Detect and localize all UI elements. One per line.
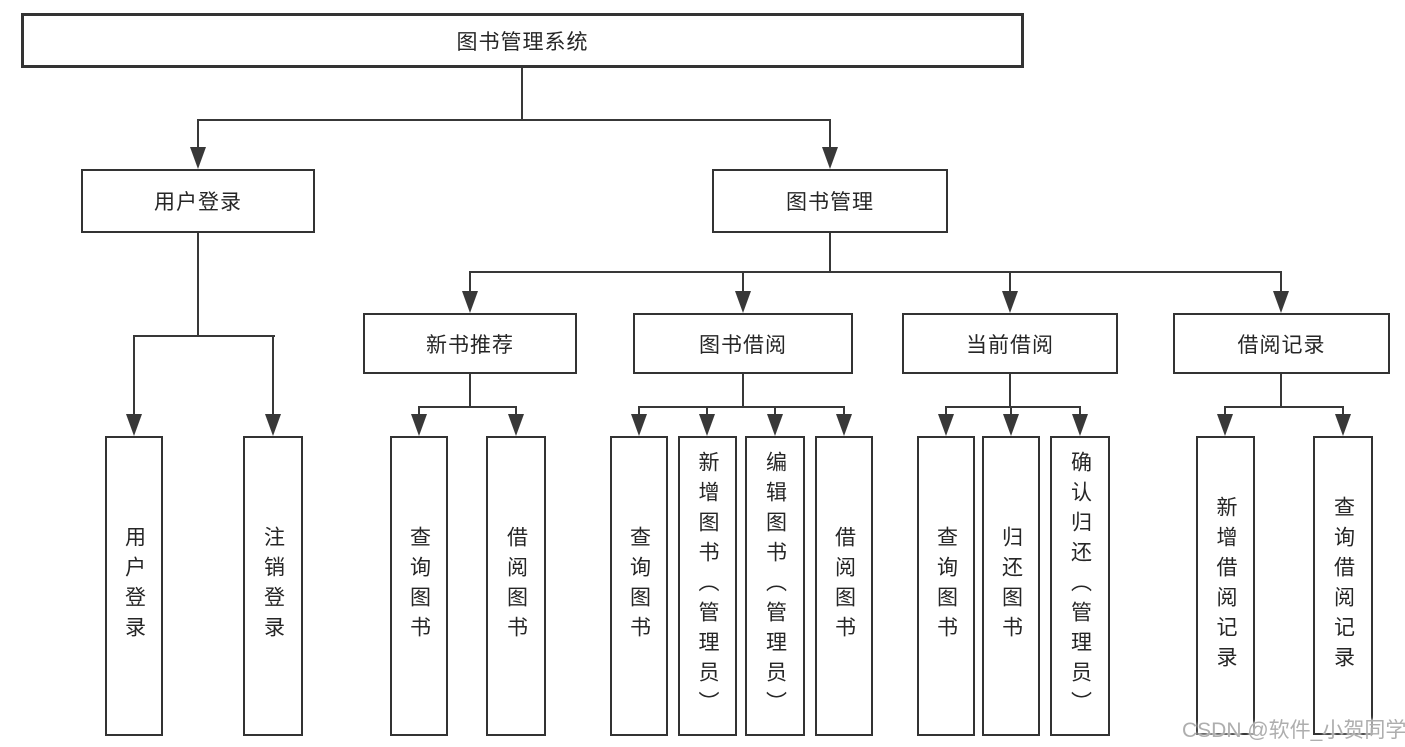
node-user-login-label: 用户登录: [154, 191, 242, 214]
connector-drop: [1342, 406, 1344, 418]
connector-bar: [133, 335, 275, 337]
arrow-down-icon: [190, 147, 206, 169]
leaf-logout: 注销登录: [243, 436, 303, 736]
node-book-management: 图书管理: [712, 169, 948, 233]
connector-drop: [706, 406, 708, 418]
connector-drop: [1079, 406, 1081, 418]
arrow-down-icon: [699, 414, 715, 436]
node-current-borrow-label: 当前借阅: [966, 333, 1054, 357]
leaf-label: 确认归还（管理员）: [1068, 451, 1092, 721]
connector-stem: [829, 233, 831, 273]
arrow-down-icon: [1273, 291, 1289, 313]
leaf-label: 新增借阅记录: [1214, 495, 1237, 676]
leaf-label: 归还图书: [999, 526, 1023, 646]
leaf-user-login: 用户登录: [105, 436, 163, 736]
arrow-down-icon: [265, 414, 281, 436]
leaf-label: 注销登录: [261, 526, 285, 646]
leaf-records-query: 查询借阅记录: [1313, 436, 1373, 735]
leaf-label: 查询图书: [934, 526, 958, 646]
connector-stem: [1280, 373, 1282, 408]
leaf-book-borrow-borrow: 借阅图书: [815, 436, 873, 736]
arrow-down-icon: [1072, 414, 1088, 436]
node-book-borrow-label: 图书借阅: [699, 333, 787, 357]
leaf-label: 查询图书: [407, 526, 431, 646]
connector-stem: [742, 373, 744, 408]
leaf-records-add: 新增借阅记录: [1196, 436, 1255, 735]
arrow-down-icon: [462, 291, 478, 313]
leaf-label: 借阅图书: [832, 526, 856, 646]
connector-drop: [1224, 406, 1226, 418]
arrow-down-icon: [508, 414, 524, 436]
csdn-watermark: CSDN @软件_小贺同学: [1182, 719, 1405, 742]
arrow-down-icon: [411, 414, 427, 436]
arrow-down-icon: [735, 291, 751, 313]
node-borrow-records-label: 借阅记录: [1237, 333, 1326, 357]
connector-bar: [1224, 406, 1344, 408]
connector-drop: [418, 406, 420, 418]
arrow-down-icon: [631, 414, 647, 436]
leaf-new-books-query: 查询图书: [390, 436, 448, 736]
connector-stem: [197, 233, 199, 337]
leaf-new-books-borrow: 借阅图书: [486, 436, 546, 736]
connector-bar: [418, 406, 517, 408]
connector-drop: [515, 406, 517, 418]
connector-level1-bar: [197, 119, 831, 121]
connector-drop: [945, 406, 947, 418]
arrow-down-icon: [126, 414, 142, 436]
node-current-borrow: 当前借阅: [902, 313, 1118, 374]
connector-drop: [774, 406, 776, 418]
node-book-management-label: 图书管理: [786, 191, 874, 214]
connector-drop: [1280, 271, 1282, 295]
leaf-label: 查询图书: [627, 526, 651, 646]
connector-drop: [197, 119, 199, 153]
leaf-label: 查询借阅记录: [1331, 495, 1355, 676]
leaf-label: 用户登录: [122, 526, 146, 646]
connector-drop: [133, 335, 135, 417]
leaf-book-borrow-edit-admin: 编辑图书（管理员）: [745, 436, 805, 736]
leaf-label: 借阅图书: [504, 526, 528, 646]
connector-drop: [829, 119, 831, 153]
node-borrow-records: 借阅记录: [1173, 313, 1390, 374]
leaf-current-return: 归还图书: [982, 436, 1040, 736]
leaf-book-borrow-add-admin: 新增图书（管理员）: [678, 436, 737, 736]
leaf-current-query: 查询图书: [917, 436, 975, 736]
connector-stem: [469, 373, 471, 408]
node-root: 图书管理系统: [21, 13, 1024, 68]
arrow-down-icon: [822, 147, 838, 169]
node-root-label: 图书管理系统: [456, 30, 589, 54]
arrow-down-icon: [1335, 414, 1351, 436]
connector-drop: [469, 271, 471, 295]
arrow-down-icon: [1217, 414, 1233, 436]
connector-drop: [638, 406, 640, 418]
arrow-down-icon: [938, 414, 954, 436]
connector-drop: [1010, 406, 1012, 418]
node-book-borrow: 图书借阅: [633, 313, 853, 374]
connector-level2-bar: [469, 271, 1282, 273]
connector-bar: [638, 406, 845, 408]
leaf-label: 编辑图书（管理员）: [763, 451, 787, 721]
node-new-books-label: 新书推荐: [426, 333, 514, 357]
arrow-down-icon: [1003, 414, 1019, 436]
leaf-book-borrow-query: 查询图书: [610, 436, 668, 736]
leaf-current-confirm-return-admin: 确认归还（管理员）: [1050, 436, 1110, 736]
connector-drop: [1009, 271, 1011, 295]
connector-bar: [945, 406, 1081, 408]
arrow-down-icon: [836, 414, 852, 436]
node-user-login: 用户登录: [81, 169, 315, 233]
arrow-down-icon: [1002, 291, 1018, 313]
node-new-books: 新书推荐: [363, 313, 577, 374]
connector-drop: [742, 271, 744, 295]
leaf-label: 新增图书（管理员）: [696, 451, 719, 721]
connector-drop: [272, 335, 274, 417]
connector-drop: [843, 406, 845, 418]
connector-stem: [1009, 373, 1011, 408]
connector-trunk: [521, 68, 523, 121]
arrow-down-icon: [767, 414, 783, 436]
